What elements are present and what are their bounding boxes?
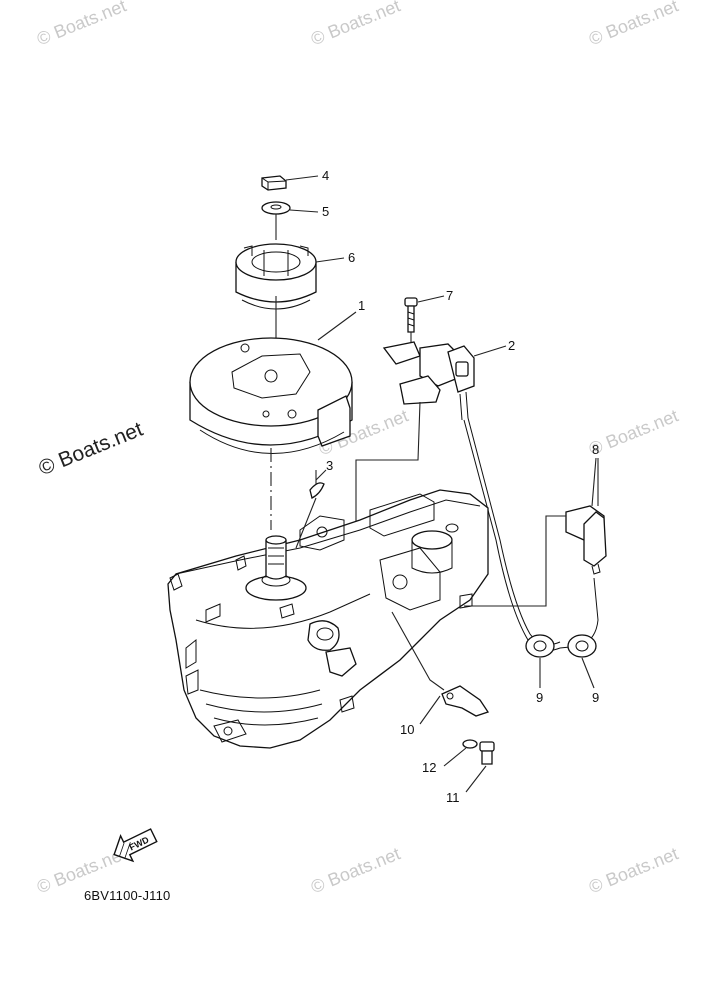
callout-11: 11	[446, 790, 460, 805]
part-9-grommet-right[interactable]	[567, 634, 597, 658]
callout-6: 6	[348, 250, 355, 265]
callout-9-right: 9	[592, 690, 599, 705]
callout-8: 8	[592, 442, 599, 457]
part-8-plug-cap[interactable]	[565, 505, 607, 575]
part-7-bolt[interactable]	[404, 297, 418, 333]
callout-7: 7	[446, 288, 453, 303]
fwd-arrow-icon: FWD	[113, 828, 158, 863]
part-10-ground-lead[interactable]	[441, 685, 490, 717]
part-5-washer[interactable]	[261, 201, 291, 215]
callout-2: 2	[508, 338, 515, 353]
diagram-code: 6BV1100-J110	[84, 888, 171, 903]
part-2-ignition-coil[interactable]	[382, 341, 475, 421]
callout-12: 12	[422, 760, 436, 775]
part-4-nut[interactable]	[261, 175, 287, 191]
part-3-key[interactable]	[309, 482, 325, 499]
part-11-screw[interactable]	[479, 741, 495, 765]
part-9-grommet-left[interactable]	[525, 634, 555, 658]
callout-3: 3	[326, 458, 333, 473]
part-1-flywheel[interactable]	[189, 337, 353, 454]
callout-4: 4	[322, 168, 329, 183]
engine-block	[167, 489, 489, 749]
callout-9-left: 9	[536, 690, 543, 705]
callout-10: 10	[400, 722, 414, 737]
part-6-collar[interactable]	[235, 243, 317, 310]
part-12-washer[interactable]	[462, 739, 478, 749]
callout-1: 1	[358, 298, 365, 313]
callout-5: 5	[322, 204, 329, 219]
